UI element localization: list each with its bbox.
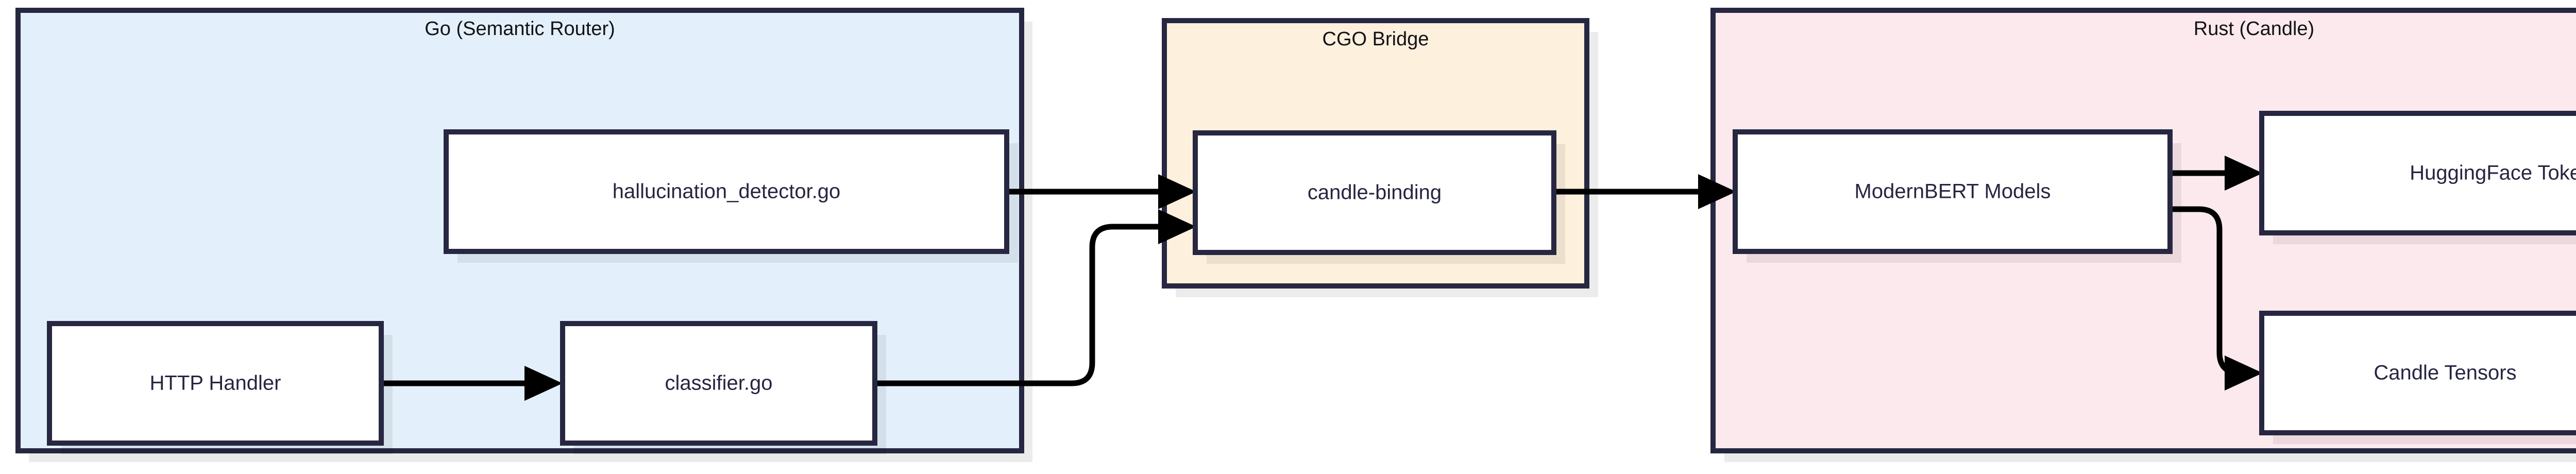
- node-modernbert-models-rect: [1733, 129, 2173, 254]
- node-classifier-label: classifier.go: [665, 372, 773, 395]
- arrowhead-e1: [1158, 174, 1196, 209]
- cluster-cgo-label: CGO Bridge: [1323, 28, 1429, 50]
- edge-classifier-to-candle-binding: [875, 209, 1196, 386]
- node-hallucination-detector-rect: [444, 129, 1009, 254]
- arrowhead-e2: [524, 366, 563, 401]
- node-hallucination-detector[interactable]: hallucination_detector.go: [444, 129, 1009, 254]
- arrowhead-e4: [1698, 174, 1736, 209]
- node-http-handler-rect: [47, 321, 384, 446]
- arrowhead-e3: [1158, 209, 1196, 244]
- node-http-handler[interactable]: HTTP Handler: [47, 321, 384, 446]
- edge-http-handler-to-classifier: [381, 366, 563, 401]
- node-candle-tensors-rect: [2259, 311, 2576, 435]
- node-candle-binding-label: candle-binding: [1308, 181, 1442, 204]
- edge-candle-binding-to-modernbert: [1554, 174, 1736, 209]
- node-candle-tensors-label: Candle Tensors: [2374, 362, 2516, 384]
- node-candle-tensors[interactable]: Candle Tensors: [2259, 311, 2576, 435]
- node-huggingface-tokenizers-label: HuggingFace Tokenizers: [2410, 162, 2576, 184]
- edge-hallucination-detector-to-candle-binding: [1007, 174, 1196, 209]
- node-classifier[interactable]: classifier.go: [560, 321, 877, 446]
- edge-modernbert-to-candle-tensors: [2170, 206, 2263, 391]
- cluster-go-label: Go (Semantic Router): [425, 18, 615, 40]
- node-candle-binding-rect: [1193, 130, 1556, 255]
- node-classifier-rect: [560, 321, 877, 446]
- edge-modernbert-to-huggingface-tokenizers: [2170, 156, 2263, 191]
- node-hallucination-detector-label: hallucination_detector.go: [613, 180, 841, 203]
- node-http-handler-label: HTTP Handler: [150, 372, 281, 395]
- node-huggingface-tokenizers[interactable]: HuggingFace Tokenizers: [2259, 111, 2576, 235]
- edge-path-e3: [875, 224, 1165, 386]
- node-modernbert-models[interactable]: ModernBERT Models: [1733, 129, 2173, 254]
- arrowhead-e6: [2225, 356, 2263, 391]
- arrowhead-e5: [2225, 156, 2263, 191]
- node-candle-binding[interactable]: candle-binding: [1193, 130, 1556, 255]
- cluster-rust-label: Rust (Candle): [2194, 18, 2314, 40]
- node-modernbert-models-label: ModernBERT Models: [1855, 180, 2051, 203]
- node-huggingface-tokenizers-rect: [2259, 111, 2576, 235]
